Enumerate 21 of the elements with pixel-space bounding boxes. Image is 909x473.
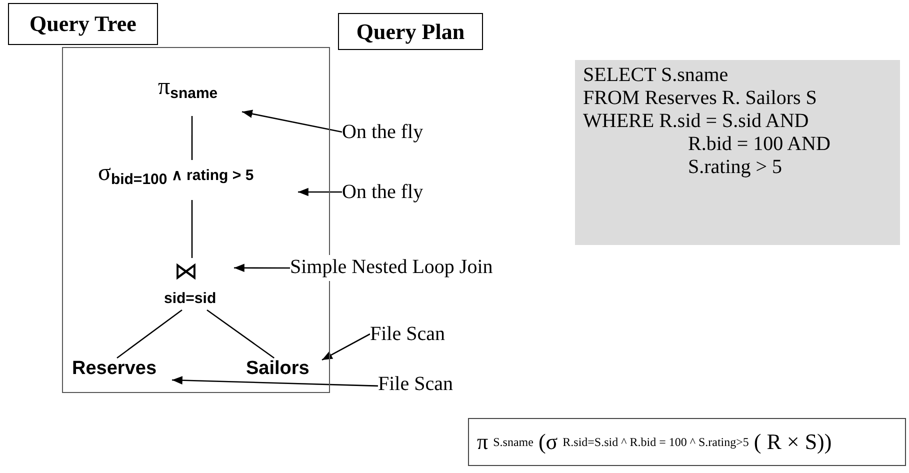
relation-label: Reserves — [72, 358, 172, 380]
tree-edge — [206, 309, 274, 359]
panel-title: Query Tree — [8, 3, 158, 45]
selection-operator: σ$_{bid=100}$ ∧ rating > 5 — [98, 160, 298, 200]
sql-clause: WHERE R.sid = S.sid AND R.bid = 100 AND S.rating > 5 — [583, 110, 832, 179]
projection-operator: π$_{sname}$ — [158, 74, 242, 116]
leader-arrow — [322, 333, 370, 361]
panel-title: Query Plan — [338, 13, 483, 50]
leader-arrow — [234, 264, 290, 272]
join-symbol: ⋈ — [173, 258, 198, 284]
leader-arrow — [172, 376, 378, 387]
tree-edge — [191, 200, 193, 258]
leader-arrow — [242, 110, 342, 133]
query-panel — [575, 60, 900, 245]
sql-clause: FROM Reserves R. Sailors S — [583, 87, 818, 110]
relation-label: Sailors — [246, 358, 322, 380]
join-condition: sid=sid — [164, 290, 216, 307]
tree-edge — [116, 309, 182, 359]
tree-edge — [191, 116, 193, 160]
sql-clause: SELECT S.sname — [583, 64, 730, 87]
leader-arrow — [298, 188, 342, 196]
